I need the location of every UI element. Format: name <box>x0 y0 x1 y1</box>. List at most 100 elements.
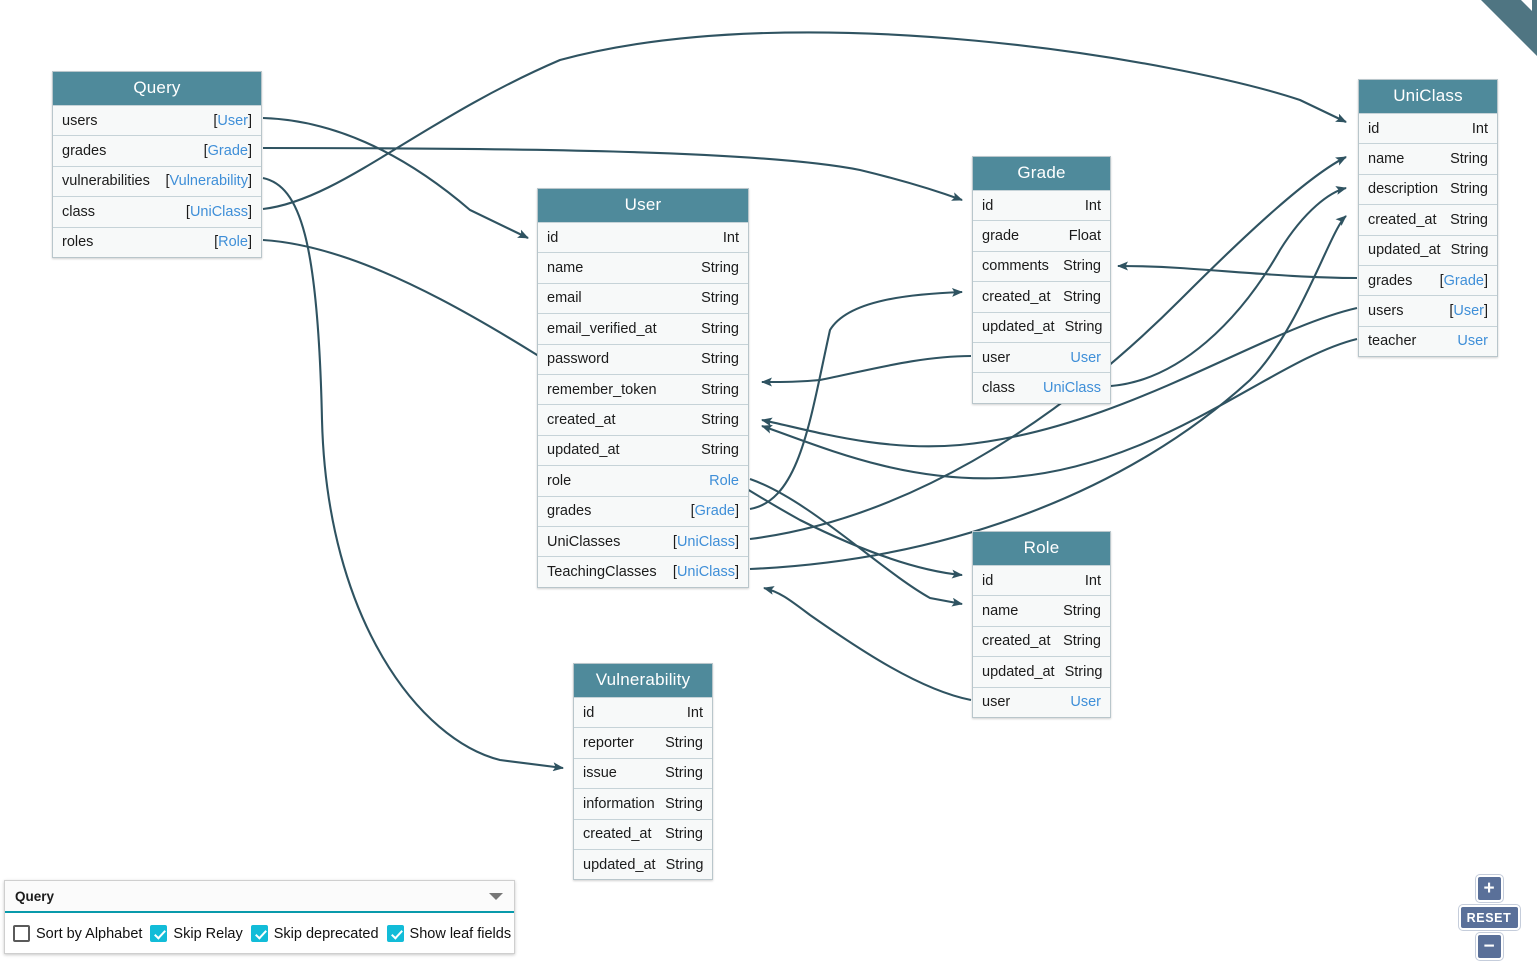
field-row[interactable]: users[User] <box>53 105 261 136</box>
zoom-reset-button[interactable]: RESET <box>1458 905 1520 930</box>
field-type[interactable]: UniClass <box>1043 380 1101 396</box>
field-type: String <box>1063 288 1101 305</box>
type-link[interactable]: User <box>1070 694 1101 711</box>
type-options-panel[interactable]: Query Sort by Alphabet Skip Relay Skip dep… <box>4 880 515 954</box>
type-link[interactable]: User <box>1457 333 1488 350</box>
field-type[interactable]: User <box>1070 350 1101 366</box>
type-link[interactable]: Role <box>218 234 248 251</box>
chevron-down-icon[interactable] <box>489 893 503 900</box>
field-type: String <box>701 442 739 459</box>
field-type[interactable]: Role <box>709 473 739 489</box>
field-row[interactable]: roles[Role] <box>53 226 261 257</box>
field-type[interactable]: [Grade] <box>690 503 739 520</box>
type-link[interactable]: UniClass <box>676 563 735 580</box>
field-row[interactable]: vulnerabilities[Vulnerability] <box>53 165 261 197</box>
field-row[interactable]: grades[Grade] <box>1359 264 1497 296</box>
field-type[interactable]: User <box>1070 694 1101 710</box>
type-link[interactable]: User <box>1453 303 1484 320</box>
checkbox-icon[interactable] <box>13 925 30 942</box>
type-link[interactable]: UniClass <box>676 533 735 550</box>
type-link[interactable]: UniClass <box>189 203 248 220</box>
zoom-out-button[interactable]: − <box>1475 933 1503 960</box>
field-type[interactable]: [UniClass] <box>185 203 252 220</box>
field-row[interactable]: users[User] <box>1359 295 1497 326</box>
field-row[interactable]: grades[Grade] <box>538 495 748 526</box>
type-link[interactable]: Role <box>709 472 739 489</box>
checkbox-icon[interactable] <box>250 925 268 942</box>
type-link[interactable]: Grade <box>207 143 248 160</box>
type-link[interactable]: User <box>1070 349 1101 366</box>
type-link[interactable]: Grade <box>1443 272 1484 289</box>
zoom-in-button[interactable]: + <box>1475 875 1503 902</box>
field-type[interactable]: [Grade] <box>1439 272 1488 289</box>
field-name: updated_at <box>1368 242 1441 259</box>
option-sort-by-alphabet[interactable]: Sort by Alphabet <box>13 925 142 942</box>
field-type[interactable]: [User] <box>213 112 252 129</box>
node-title-role: Role <box>973 532 1110 565</box>
field-type[interactable]: [Vulnerability] <box>165 173 252 190</box>
option-show-leaf-fields[interactable]: Show leaf fields <box>386 925 511 942</box>
field-type[interactable]: User <box>1457 333 1488 349</box>
field-type[interactable]: [Grade] <box>203 143 252 160</box>
type-link[interactable]: User <box>217 112 248 129</box>
option-skip-deprecated[interactable]: Skip deprecated <box>250 925 379 942</box>
type-link[interactable]: Vulnerability <box>169 173 248 190</box>
checkbox-icon[interactable] <box>386 925 404 942</box>
field-type[interactable]: [User] <box>1449 303 1488 320</box>
field-type[interactable]: [UniClass] <box>672 563 739 580</box>
field-row[interactable]: TeachingClasses[UniClass] <box>538 556 748 587</box>
type-link[interactable]: UniClass <box>1042 380 1101 397</box>
field-type[interactable]: [Role] <box>214 234 252 251</box>
checkbox-icon[interactable] <box>150 925 168 942</box>
type-link[interactable]: Grade <box>694 503 735 520</box>
field-row[interactable]: grades[Grade] <box>53 135 261 166</box>
panel-header[interactable]: Query <box>5 881 514 913</box>
field-row[interactable]: UniClasses[UniClass] <box>538 525 748 557</box>
field-name: id <box>1368 120 1380 137</box>
option-skip-relay[interactable]: Skip Relay <box>150 925 243 942</box>
field-row[interactable]: class[UniClass] <box>53 196 261 227</box>
field-type[interactable]: [UniClass] <box>672 533 739 550</box>
node-title-user: User <box>538 189 748 222</box>
